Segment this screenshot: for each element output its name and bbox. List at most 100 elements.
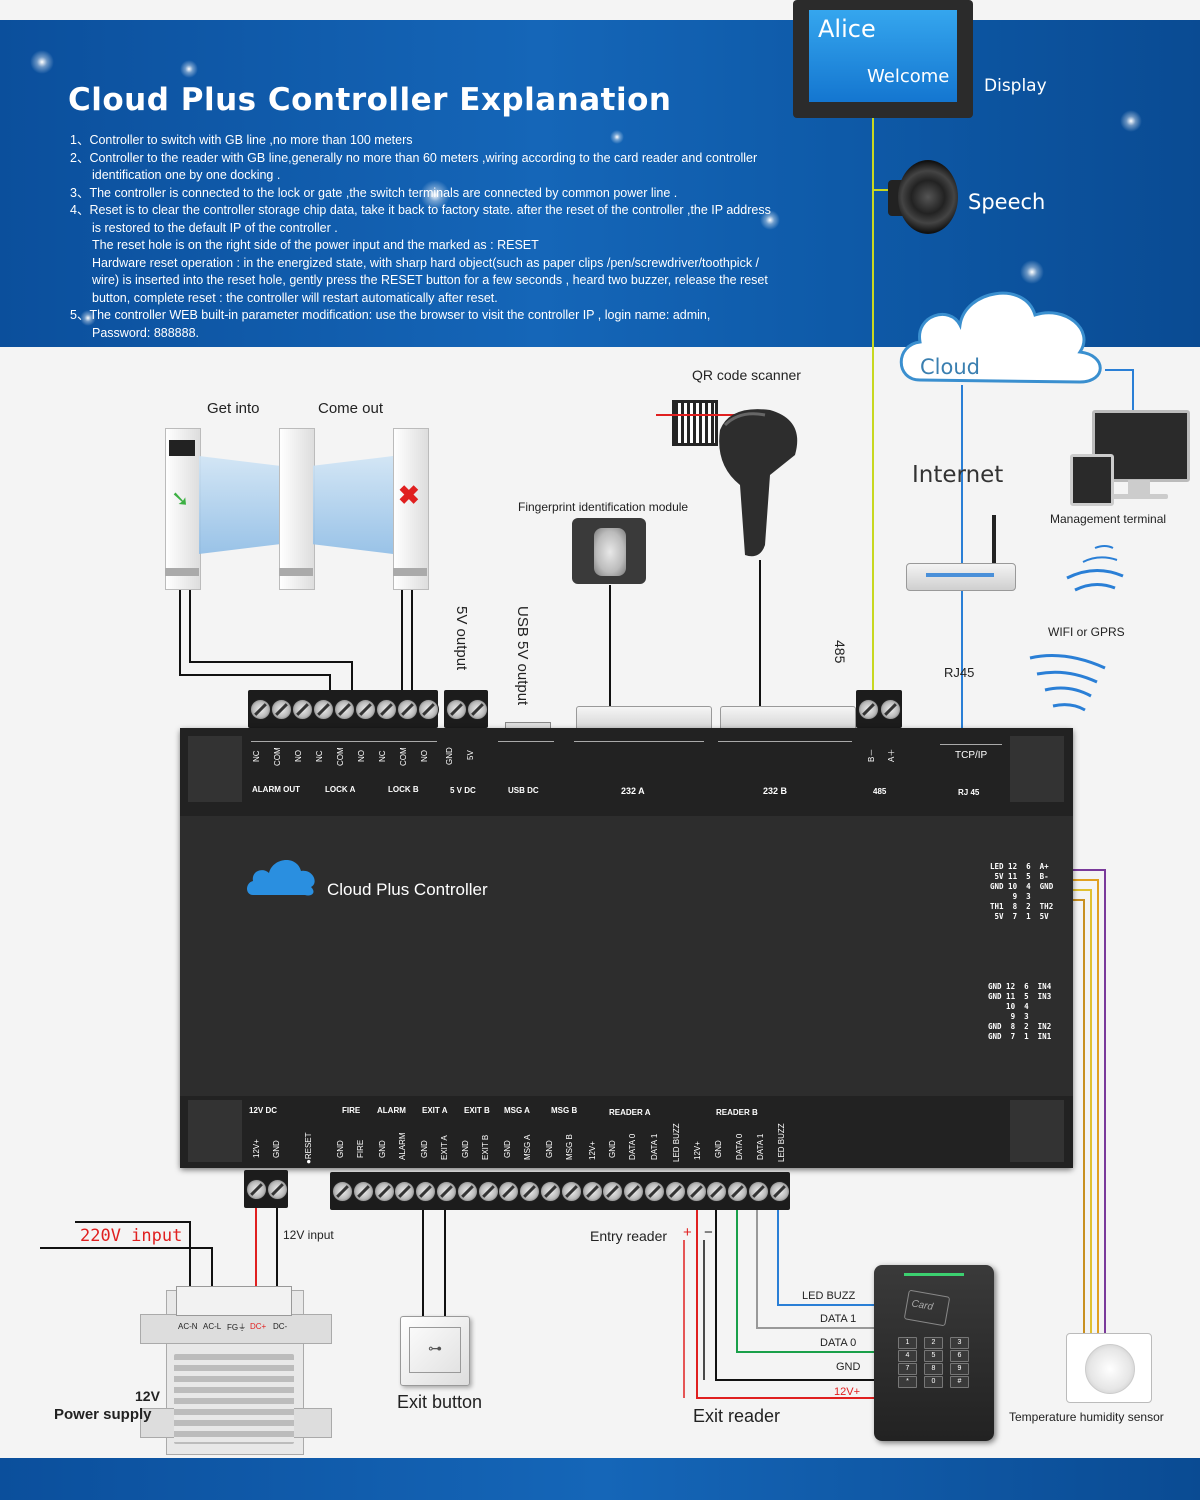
screw-terminal[interactable]: [685, 1181, 707, 1202]
screw-terminal[interactable]: [373, 1181, 395, 1202]
router-icon: [906, 515, 1016, 593]
screw-terminal[interactable]: [768, 1181, 790, 1202]
group-msg-a: MSG A: [504, 1106, 530, 1115]
keypad-key[interactable]: 9: [950, 1363, 969, 1375]
keypad-key[interactable]: 7: [898, 1363, 917, 1375]
pin-label: MSG B: [565, 1134, 574, 1160]
screw-terminal[interactable]: [748, 1181, 769, 1202]
screw-terminal[interactable]: [560, 1181, 582, 1202]
pin-label: GND: [608, 1140, 617, 1158]
screw-terminal[interactable]: [623, 1181, 645, 1202]
screw-terminal[interactable]: [418, 699, 439, 720]
screw-terminal[interactable]: [446, 699, 467, 720]
screw-terminal[interactable]: [602, 1181, 624, 1202]
screw-terminal[interactable]: [267, 1179, 288, 1200]
cloud-logo-icon: [247, 859, 315, 896]
usb-5v-label: USB 5V output: [514, 606, 531, 706]
display-line2: Welcome: [867, 66, 950, 87]
wire-label: DATA 0: [820, 1337, 857, 1349]
note-line: 5、The controller WEB built-in parameter …: [70, 308, 711, 322]
keypad-key[interactable]: *: [898, 1376, 917, 1388]
pin-label: DATA 0: [735, 1133, 744, 1160]
screw-terminal[interactable]: [706, 1181, 728, 1202]
input-220v-label: 220V input: [80, 1226, 183, 1246]
output-5v-label: 5V output: [453, 606, 470, 671]
pin-label: NC: [252, 750, 261, 762]
note-line: 3、The controller is connected to the loc…: [70, 185, 678, 200]
card-icon: Card: [903, 1289, 951, 1327]
keypad-key[interactable]: 6: [950, 1350, 969, 1362]
screw-terminal[interactable]: [644, 1181, 665, 1202]
terminal-block-power: [244, 1170, 288, 1208]
pin-label: NO: [420, 750, 429, 762]
screw-terminal[interactable]: [581, 1181, 603, 1202]
note-line: identification one by one docking .: [92, 168, 281, 182]
terminal-block-5v: [444, 690, 488, 728]
pin-label: GND: [272, 1140, 281, 1158]
keypad-key[interactable]: 1: [898, 1337, 917, 1349]
screw-terminal[interactable]: [858, 699, 879, 720]
group-reader-b: READER B: [716, 1108, 758, 1117]
fingerprint-module-icon: [572, 518, 646, 584]
pin-label: 5V: [466, 750, 475, 760]
screw-terminal[interactable]: [498, 1181, 520, 1202]
note-line: 4、Reset is to clear the controller stora…: [70, 203, 771, 217]
screw-terminal[interactable]: [332, 1181, 353, 1202]
note-line: wire) is inserted into the reset hole, g…: [92, 273, 768, 287]
note-line: The reset hole is on the right side of t…: [92, 238, 539, 252]
screw-terminal[interactable]: [352, 1181, 374, 1202]
screw-terminal[interactable]: [334, 699, 355, 720]
wifi-icon: [1066, 545, 1124, 592]
screw-terminal[interactable]: [355, 699, 376, 720]
reset-pin-label[interactable]: ●RESET: [304, 1132, 313, 1164]
keypad-key[interactable]: #: [950, 1376, 969, 1388]
screw-terminal[interactable]: [397, 699, 418, 720]
screw-terminal[interactable]: [394, 1181, 416, 1202]
keypad-key[interactable]: 3: [950, 1337, 969, 1349]
pin-label: A＋: [887, 748, 896, 762]
screw-terminal[interactable]: [250, 699, 271, 720]
screw-terminal[interactable]: [467, 699, 488, 720]
wire-label: DATA 1: [820, 1313, 857, 1325]
pin-label: DATA 1: [650, 1133, 659, 1160]
internet-label: Internet: [912, 462, 1004, 488]
exit-button-device[interactable]: ⊶: [400, 1316, 470, 1386]
note-line: button, complete reset : the controller …: [92, 290, 498, 305]
keypad-key[interactable]: 4: [898, 1350, 917, 1362]
screw-terminal[interactable]: [246, 1179, 267, 1200]
psu-label-1: 12V: [135, 1388, 160, 1404]
screw-terminal[interactable]: [313, 699, 334, 720]
screw-terminal[interactable]: [880, 699, 901, 720]
pin-label: 12V+: [588, 1141, 597, 1160]
keypad-key[interactable]: 5: [924, 1350, 943, 1362]
screw-terminal[interactable]: [456, 1181, 478, 1202]
power-supply: [140, 1286, 332, 1456]
screw-terminal[interactable]: [664, 1181, 686, 1202]
keypad-key[interactable]: 8: [924, 1363, 943, 1375]
note-line: Hardware reset operation : in the energi…: [92, 255, 760, 270]
get-into-label: Get into: [207, 400, 260, 417]
screw-terminal[interactable]: [415, 1181, 437, 1202]
pin-label: DATA 1: [756, 1133, 765, 1160]
screw-terminal[interactable]: [477, 1181, 499, 1202]
group-5v-dc: 5 V DC: [450, 786, 476, 795]
pin-label: NC: [378, 750, 387, 762]
computer-icon: [1070, 410, 1190, 506]
screw-terminal[interactable]: [519, 1181, 541, 1202]
screw-terminal[interactable]: [292, 699, 313, 720]
group-tcpip: TCP/IP: [955, 750, 988, 761]
screw-terminal[interactable]: [436, 1181, 457, 1202]
keypad-key[interactable]: 2: [924, 1337, 943, 1349]
screw-terminal[interactable]: [271, 699, 292, 720]
pin-map-bottom: GND 12 6 IN4 GND 11 5 IN3 10 4 9 3 GND 8…: [988, 982, 1052, 1041]
footer-banner: [0, 1458, 1200, 1500]
group-lock-b: LOCK B: [388, 785, 419, 794]
pin-label: GND: [503, 1140, 512, 1158]
group-exit-a: EXIT A: [422, 1106, 448, 1115]
screw-terminal[interactable]: [376, 699, 397, 720]
screw-terminal[interactable]: [540, 1181, 561, 1202]
screw-terminal[interactable]: [727, 1181, 749, 1202]
psu-term-label: AC-L: [203, 1322, 222, 1331]
keypad-key[interactable]: 0: [924, 1376, 943, 1388]
